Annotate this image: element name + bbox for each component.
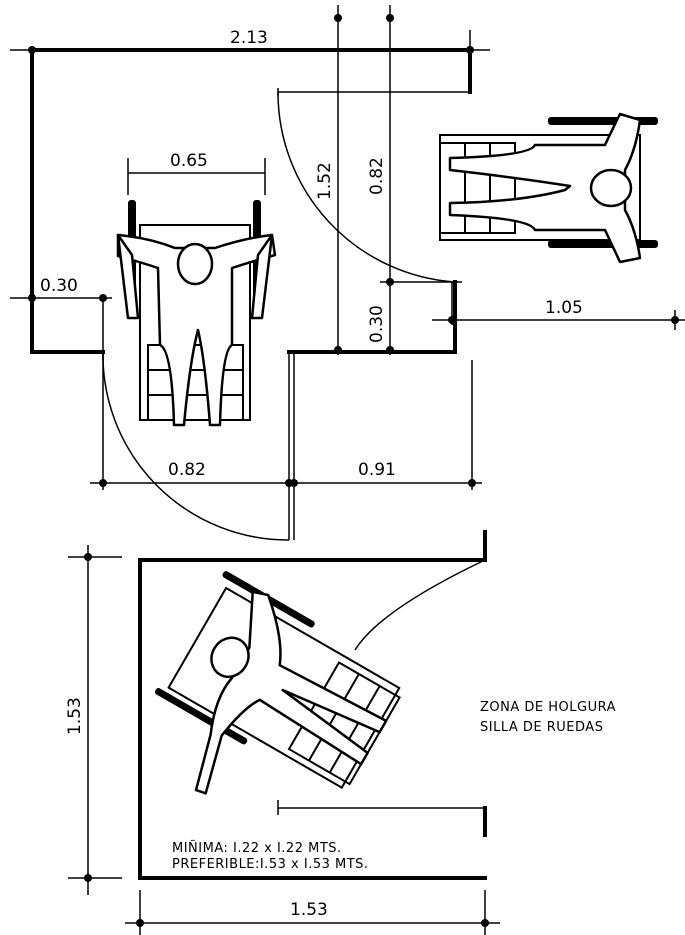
dim-label-1-52: 1.52	[315, 162, 335, 200]
dim-label-0-30-vertical: 0.30	[367, 305, 387, 343]
dim-label-1-53-horizontal: 1.53	[290, 900, 328, 920]
dim-door-height: 1.52	[315, 5, 342, 355]
zone-label-line2: SILLA DE RUEDAS	[480, 720, 603, 735]
dim-label-1-05: 1.05	[545, 298, 583, 318]
lower-door-swing	[102, 351, 295, 541]
dim-label-0-91: 0.91	[358, 460, 396, 480]
wheelchair-side-figure	[439, 112, 658, 264]
zone-label-line1: ZONA DE HOLGURA	[480, 700, 616, 715]
dim-label-0-65: 0.65	[170, 151, 208, 171]
minimum-size-note: MIÑIMA: I.22 x I.22 MTS.	[172, 840, 342, 856]
dim-right-door: 0.82 0.30	[367, 5, 462, 355]
dim-square-width: 1.53	[125, 890, 500, 935]
wheelchair-front-figure	[116, 200, 277, 427]
dim-turn-width: 1.05	[432, 282, 685, 330]
lower-square-walls	[138, 530, 487, 880]
dim-lower-doors: 0.82 0.91	[90, 360, 482, 490]
dim-label-1-53-vertical: 1.53	[65, 697, 85, 735]
preferred-size-note: PREFERIBLE:I.53 x I.53 MTS.	[172, 857, 369, 872]
dim-label-0-82-lower: 0.82	[168, 460, 206, 480]
dim-square-height: 1.53	[65, 545, 122, 895]
dim-label-0-82: 0.82	[367, 157, 387, 195]
upper-door-swing	[277, 91, 456, 283]
dim-label-2-13: 2.13	[230, 28, 268, 48]
dim-left-offset: 0.30	[10, 276, 112, 490]
dim-top-width: 2.13	[10, 28, 490, 92]
dim-wheelchair-width: 0.65	[127, 151, 266, 195]
dim-label-0-30: 0.30	[40, 276, 78, 296]
wheelchair-diagonal-figure	[155, 571, 401, 795]
